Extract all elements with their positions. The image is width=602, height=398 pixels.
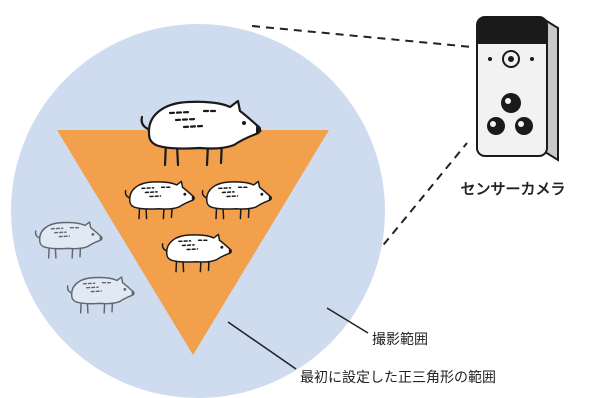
- sensor-camera-icon: [476, 16, 559, 162]
- camera-label: センサーカメラ: [460, 180, 565, 198]
- range-label: 撮影範囲: [372, 331, 428, 348]
- triangle-label: 最初に設定した正三角形の範囲: [300, 369, 496, 386]
- range-leader-line: [326, 307, 369, 334]
- triangle-leader-line: [227, 321, 297, 370]
- view-line-top: [251, 25, 473, 48]
